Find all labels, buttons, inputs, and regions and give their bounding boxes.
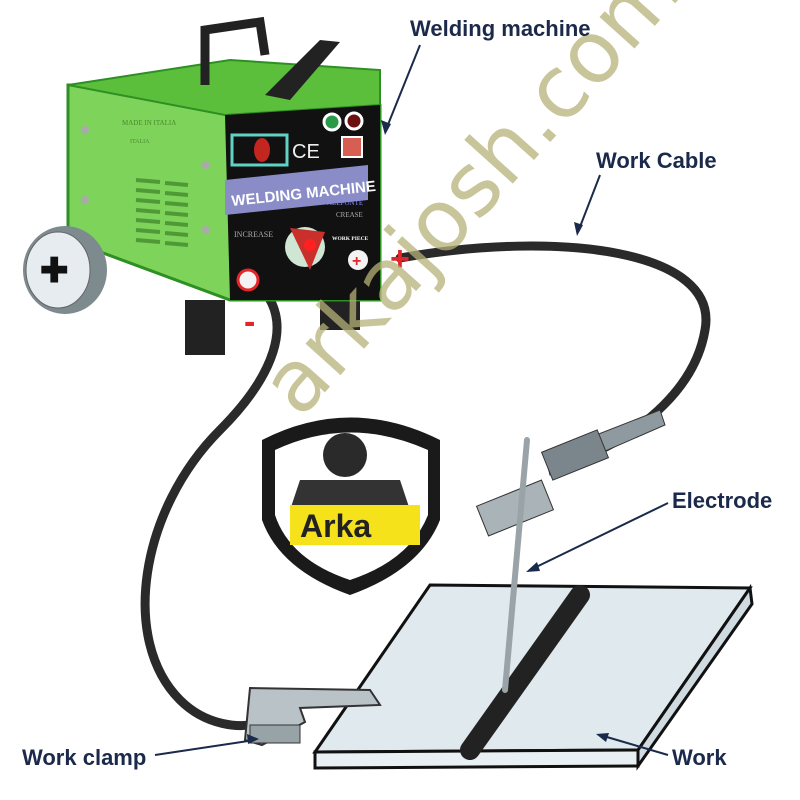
label-work-clamp: Work clamp bbox=[22, 745, 146, 770]
work-clamp bbox=[243, 686, 382, 747]
brand-label: ALEFONTE bbox=[327, 199, 363, 207]
logo-text: Arka bbox=[300, 508, 371, 544]
arka-logo: Arka bbox=[262, 417, 440, 595]
made-in-label: MADE IN ITALIA bbox=[122, 119, 176, 127]
work-plate bbox=[312, 583, 754, 771]
welder-icon bbox=[323, 433, 367, 477]
logo-banner bbox=[290, 505, 420, 545]
positive-sign: + bbox=[390, 240, 410, 278]
increase-label: INCREASE bbox=[234, 230, 273, 239]
positive-terminal[interactable] bbox=[348, 250, 368, 270]
positive-terminal-sign: + bbox=[352, 253, 361, 270]
negative-sign: - bbox=[244, 303, 255, 341]
label-welding-machine: Welding machine bbox=[410, 16, 591, 41]
electrode-rod bbox=[502, 437, 530, 693]
fuse-icon bbox=[341, 136, 363, 158]
ground-cable bbox=[140, 277, 282, 730]
label-work-cable: Work Cable bbox=[596, 148, 717, 173]
italia-label: ITALIA bbox=[130, 139, 150, 145]
label-work: Work bbox=[672, 745, 727, 770]
wheel-hub-icon: ✚ bbox=[40, 252, 69, 290]
work-piece-label: WORK PIECE bbox=[332, 236, 369, 242]
crease-label: CREASE bbox=[336, 211, 363, 219]
negative-terminal[interactable] bbox=[236, 268, 260, 292]
indicator-green bbox=[322, 112, 342, 132]
power-switch[interactable] bbox=[254, 138, 270, 162]
ce-mark: CE bbox=[292, 141, 320, 163]
welding-machine: MADE IN ITALIA ITALIA CE WELDING MACHINE… bbox=[23, 16, 382, 355]
label-electrode: Electrode bbox=[672, 488, 772, 513]
indicator-red bbox=[344, 111, 364, 131]
electrode-holder bbox=[475, 409, 666, 537]
